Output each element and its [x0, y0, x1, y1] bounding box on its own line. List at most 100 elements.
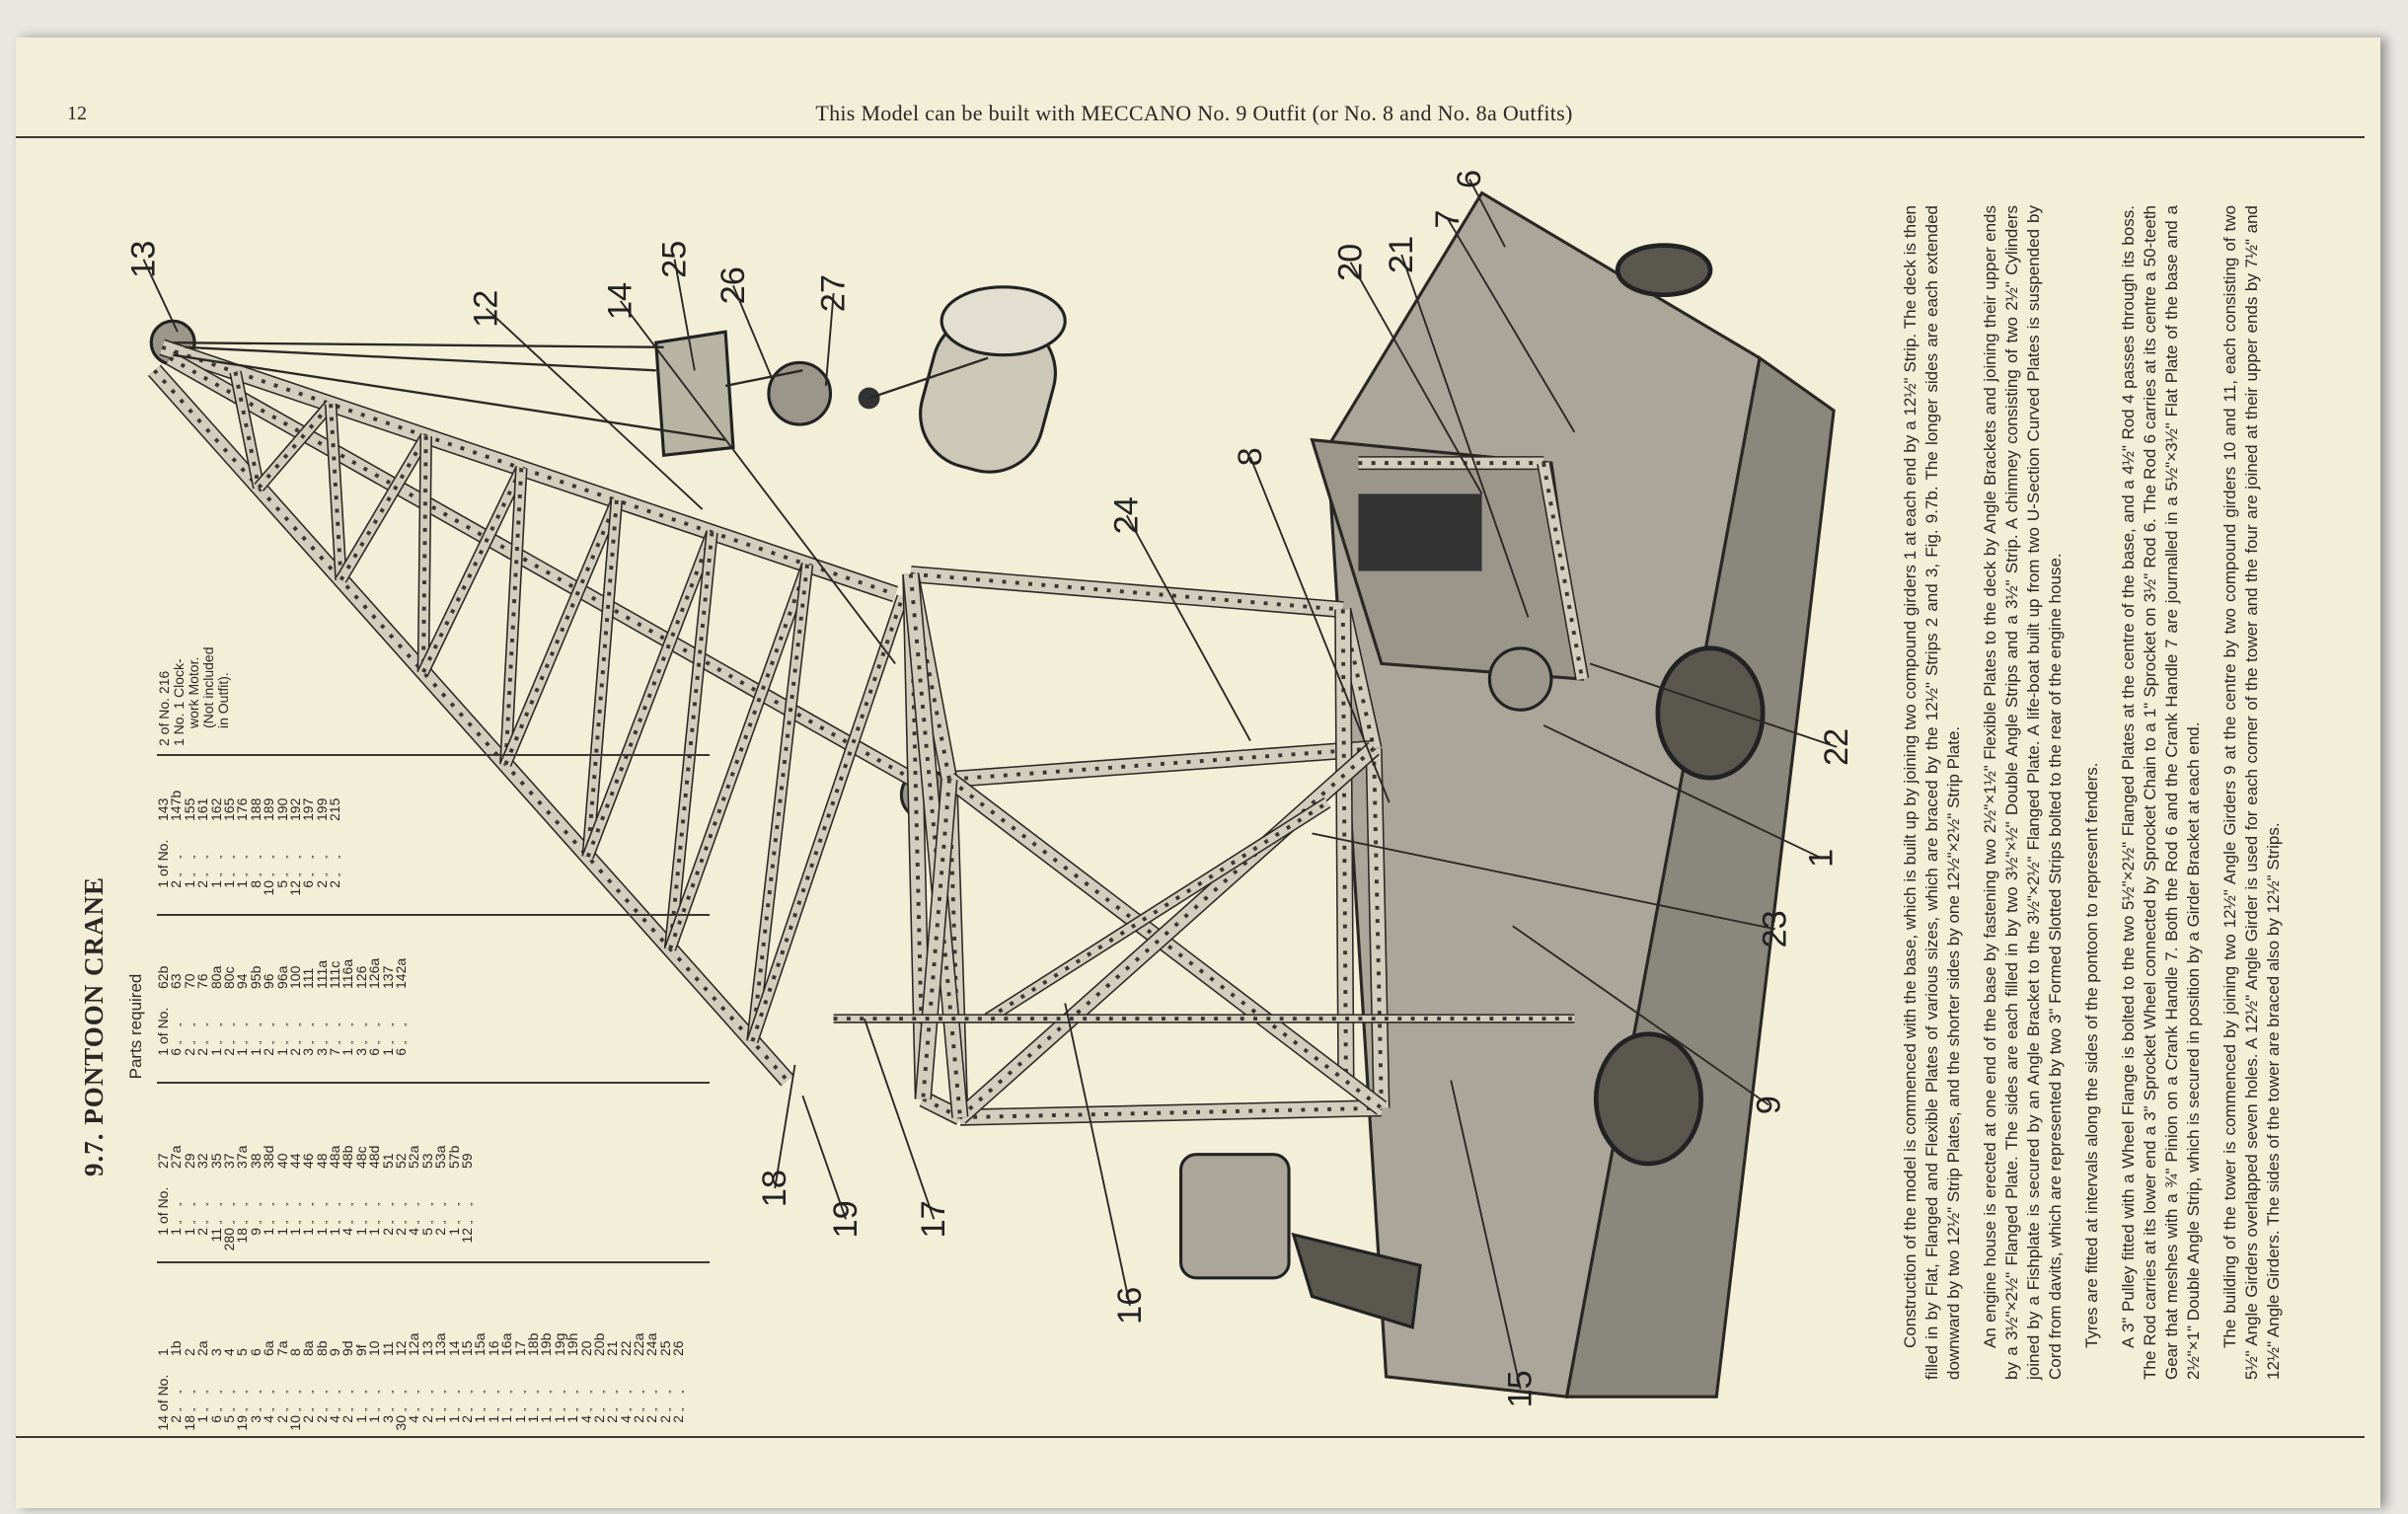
callout-number: 15 — [1502, 1370, 1540, 1407]
part-number: 26 — [670, 1340, 687, 1356]
part-of-no: of No. — [155, 1186, 171, 1224]
part-quantity: 2 — [670, 1415, 687, 1423]
perforated-strip — [499, 468, 528, 765]
perforated-strip — [663, 531, 718, 950]
perforated-strip — [984, 796, 1331, 1024]
leader-line — [732, 284, 773, 379]
callout-number: 17 — [915, 1200, 952, 1238]
perforated-strip — [664, 562, 813, 951]
leader-line — [1125, 514, 1251, 742]
perforated-strip — [581, 499, 624, 858]
perforated-strip — [229, 370, 265, 490]
leader-line — [1064, 1003, 1131, 1307]
callout-number: 20 — [1332, 244, 1370, 281]
perforated-strip — [581, 530, 718, 860]
perforated-strip — [336, 432, 432, 583]
instructions-text: Construction of the model is commenced w… — [1900, 205, 2319, 1380]
engine-house-window — [1358, 493, 1482, 571]
life-boat — [1291, 1232, 1422, 1329]
parts-extra-line: in Outfit). — [215, 672, 231, 728]
callout-number: 21 — [1383, 236, 1420, 273]
instruction-paragraph: The building of the tower is commenced b… — [2220, 205, 2283, 1380]
callout-number: 8 — [1232, 447, 1269, 466]
winding-gear — [1487, 646, 1553, 712]
callout-number: 7 — [1429, 209, 1467, 228]
leader-line — [620, 300, 896, 664]
perforated-strip — [416, 435, 432, 673]
perforated-strip — [948, 739, 1375, 789]
parts-row: 2 „ „ 26 — [670, 1333, 687, 1441]
callout-number: 9 — [1750, 1096, 1787, 1114]
part-number: 215 — [327, 797, 343, 821]
crane-drawing — [149, 190, 1836, 1399]
leader-line — [1249, 456, 1391, 803]
perforated-strip — [159, 339, 898, 603]
parts-row: 12„ „59 — [458, 1146, 475, 1253]
callout-leader-lines — [142, 178, 1838, 1390]
perforated-strip — [1537, 461, 1590, 681]
part-of-no: of No. — [155, 839, 171, 876]
hoist-cord — [868, 356, 989, 400]
leader-line — [486, 308, 704, 510]
header-rule — [16, 136, 2365, 138]
part-number: 142a — [393, 957, 410, 989]
page-number: 12 — [67, 103, 87, 124]
parts-row: 2„ „215 — [327, 791, 343, 906]
instruction-paragraph: Tyres are fitted at intervals along the … — [2082, 762, 2101, 1348]
callout-number: 27 — [815, 274, 853, 312]
leader-line — [1468, 178, 1506, 248]
footer-rule — [16, 1436, 2365, 1438]
perforated-strip — [324, 404, 347, 580]
callout-number: 6 — [1451, 170, 1488, 189]
callout-number: 22 — [1818, 728, 1855, 766]
model-title: 9.7. PONTOON CRANE — [79, 875, 109, 1177]
leader-line — [1512, 925, 1769, 1106]
perforated-strip — [166, 350, 931, 795]
leader-line — [1312, 832, 1775, 931]
part-of-no: „ „ — [332, 849, 343, 876]
perforated-strip — [499, 497, 623, 767]
page-header-title: This Model can be built with MECCANO No.… — [815, 101, 1573, 125]
instruction-paragraph: Construction of the model is commenced w… — [1901, 205, 1963, 1380]
tyre-fender-icon — [1655, 645, 1766, 781]
leader-line — [864, 1018, 936, 1220]
parts-required-heading: Parts required — [126, 973, 145, 1080]
hoist-cord — [173, 353, 726, 441]
callout-number: 1 — [1803, 849, 1841, 868]
parts-extra-line: (Not included — [200, 646, 216, 729]
part-quantity: 6 — [393, 1048, 410, 1056]
leader-line — [1450, 1080, 1522, 1390]
part-of-no: „ „ — [675, 1384, 687, 1411]
tyre-fender-icon — [1615, 243, 1713, 298]
callout-number: 19 — [827, 1200, 865, 1238]
part-of-no: „ „ — [463, 1196, 475, 1224]
callout-number: 16 — [1111, 1287, 1149, 1325]
callout-number: 18 — [756, 1170, 793, 1207]
perforated-strip — [910, 566, 1344, 619]
callout-number: 25 — [655, 241, 693, 278]
parts-extra-line: 1 No. 1 Clock- — [171, 658, 187, 746]
part-of-no: of No. — [155, 1374, 171, 1411]
leader-line — [1543, 724, 1823, 860]
leader-line — [801, 1095, 848, 1220]
part-of-no: „ „ — [398, 1017, 410, 1044]
hoist-cord — [185, 345, 656, 372]
perforated-strip — [746, 564, 814, 1042]
perforated-strip — [746, 594, 909, 1044]
callout-number: 24 — [1108, 496, 1146, 534]
hoist-cord — [724, 369, 803, 388]
tyre-fender-icon — [1593, 1031, 1703, 1167]
parts-list-panel: 9.7. PONTOON CRANE Parts required 14of N… — [74, 612, 710, 1441]
part-quantity: 12 — [458, 1228, 475, 1244]
perforated-strip — [417, 465, 527, 675]
leader-line — [1400, 254, 1530, 618]
callout-number: 23 — [1757, 910, 1794, 947]
hoist-cord — [173, 341, 664, 349]
perforated-strip — [914, 778, 958, 1100]
